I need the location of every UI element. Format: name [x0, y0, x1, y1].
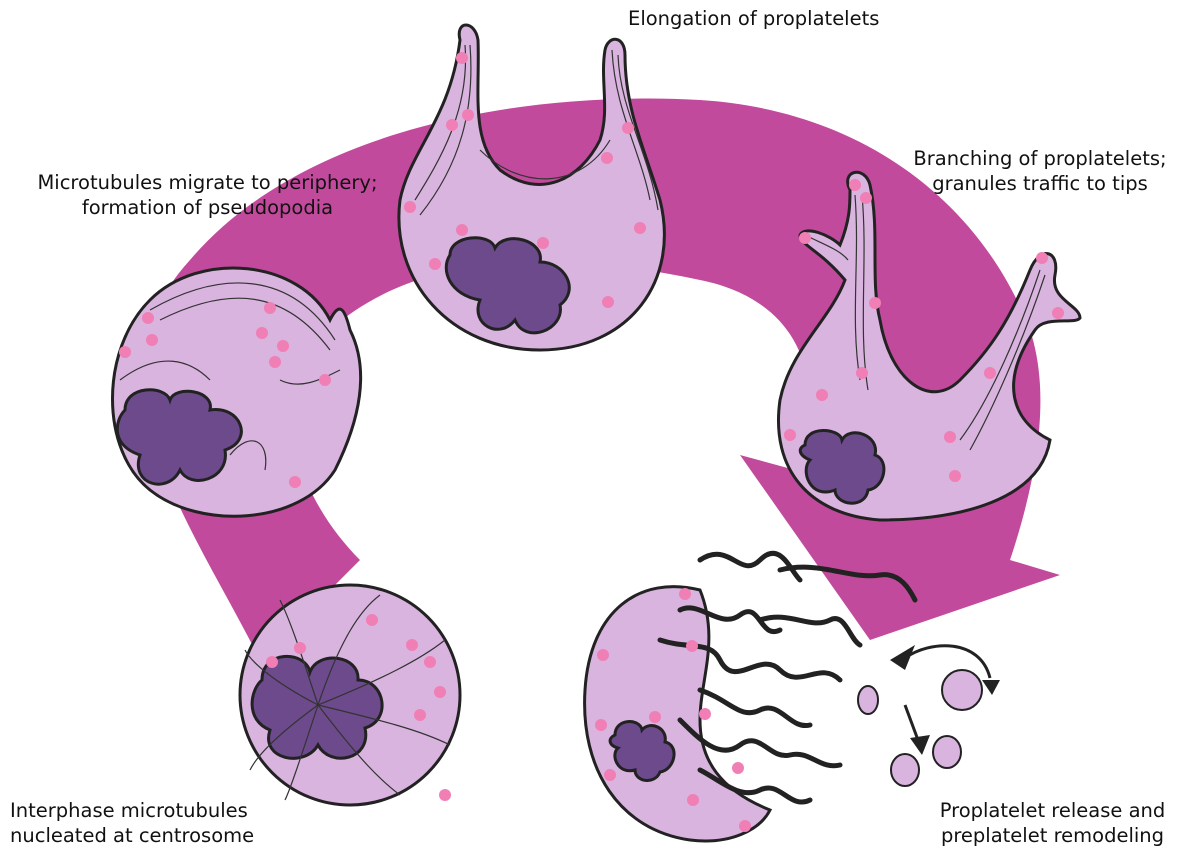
label-line: Interphase microtubules — [10, 798, 254, 823]
label-branching: Branching of proplatelets; granules traf… — [890, 146, 1190, 196]
preplatelets — [858, 670, 982, 786]
label-pseudopodia: Microtubules migrate to periphery; forma… — [5, 170, 410, 220]
label-line: Proplatelet release and — [915, 798, 1190, 823]
label-line: granules traffic to tips — [890, 171, 1190, 196]
label-release: Proplatelet release and preplatelet remo… — [915, 798, 1190, 848]
label-interphase: Interphase microtubules nucleated at cen… — [10, 798, 254, 848]
label-line: preplatelet remodeling — [915, 823, 1190, 848]
label-elongation: Elongation of proplatelets — [628, 6, 879, 31]
label-line: Elongation of proplatelets — [628, 6, 879, 31]
elongation-cell — [399, 25, 664, 350]
label-line: Microtubules migrate to periphery; — [5, 170, 410, 195]
label-line: formation of pseudopodia — [5, 195, 410, 220]
label-line: Branching of proplatelets; — [890, 146, 1190, 171]
label-line: nucleated at centrosome — [10, 823, 254, 848]
interphase-cell — [240, 585, 460, 805]
